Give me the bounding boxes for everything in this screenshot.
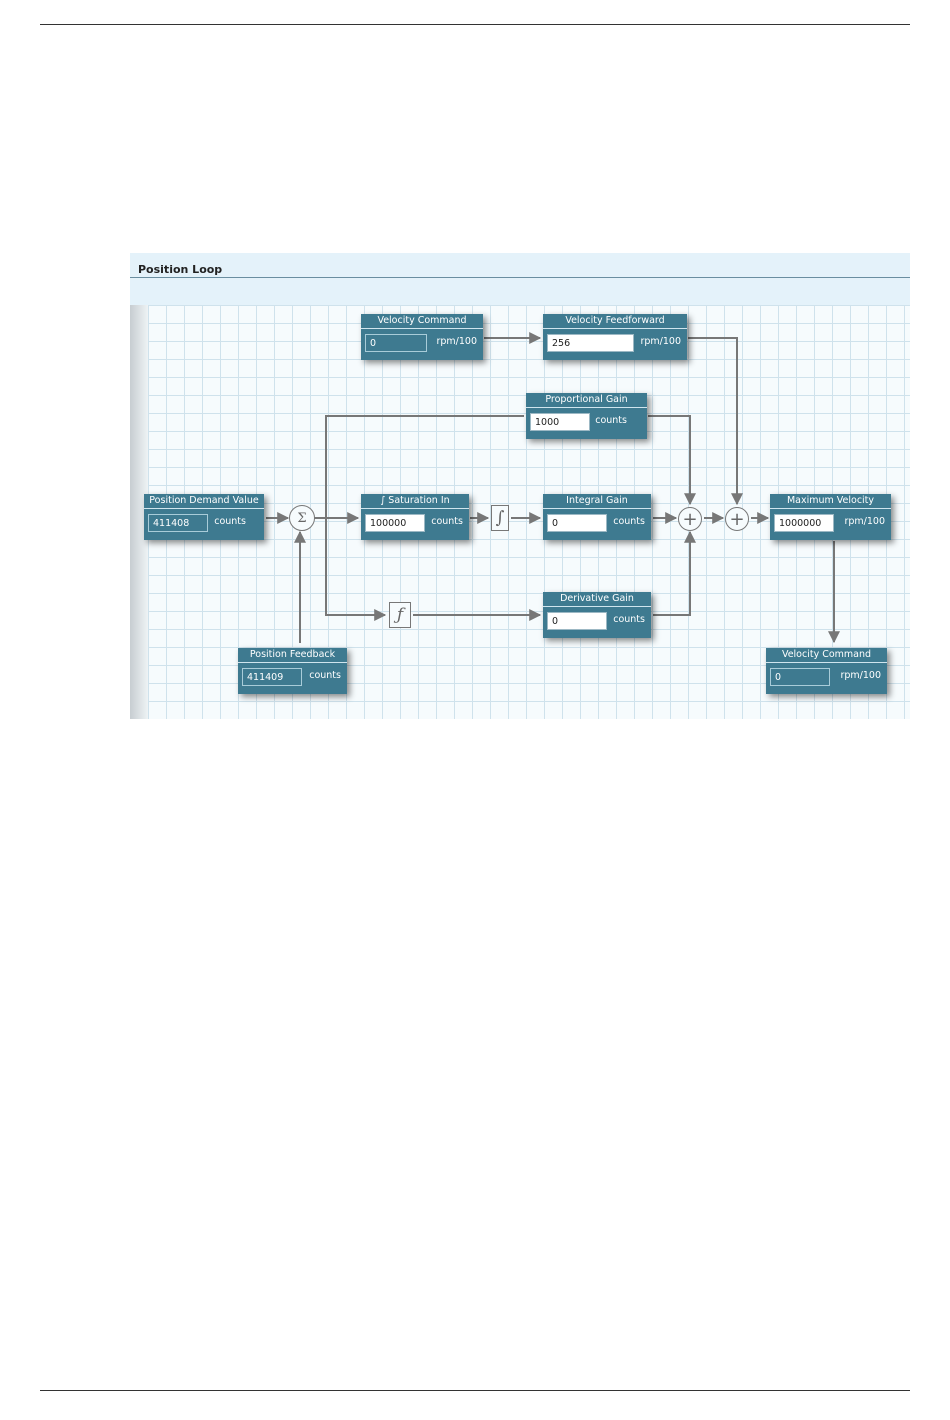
- integral-gain-block: Integral Gain 0 counts: [543, 494, 651, 540]
- position-feedback-block: Position Feedback 411409 counts: [238, 648, 347, 694]
- footer-rule: [40, 1390, 910, 1391]
- block-unit: rpm/100: [640, 336, 681, 347]
- block-title: Position Feedback: [238, 648, 347, 663]
- block-unit: counts: [613, 614, 645, 625]
- velocity-command-input-value: 0: [365, 334, 427, 352]
- header-rule: [40, 24, 910, 25]
- derivative-icon: ƒ: [389, 602, 411, 628]
- velocity-feedforward-input[interactable]: 256: [547, 334, 634, 352]
- block-title: Integral Gain: [543, 494, 651, 509]
- proportional-gain-block: Proportional Gain 1000 counts: [526, 393, 647, 439]
- adder-icon: +: [725, 507, 749, 531]
- canvas-left-edge: [130, 305, 148, 719]
- block-unit: rpm/100: [840, 670, 881, 681]
- proportional-gain-input[interactable]: 1000: [530, 413, 590, 431]
- block-unit: counts: [595, 415, 627, 426]
- block-title: Derivative Gain: [543, 592, 651, 607]
- block-title: Position Demand Value: [144, 494, 264, 509]
- wire-error-to-pgain: [325, 415, 524, 518]
- saturation-in-block: ∫ Saturation In 100000 counts: [361, 494, 469, 540]
- panel-title: Position Loop: [138, 263, 223, 276]
- block-title: Velocity Command: [766, 648, 887, 663]
- derivative-gain-input[interactable]: 0: [547, 612, 607, 630]
- block-title: Velocity Feedforward: [543, 314, 687, 329]
- velocity-command-output-block: Velocity Command 0 rpm/100: [766, 648, 887, 694]
- summing-junction-icon: Σ: [289, 505, 315, 531]
- adder-icon: +: [678, 507, 702, 531]
- saturation-in-input[interactable]: 100000: [365, 514, 425, 532]
- block-unit: counts: [214, 516, 246, 527]
- velocity-command-output-value: 0: [770, 668, 830, 686]
- position-demand-value-block: Position Demand Value 411408 counts: [144, 494, 264, 540]
- block-title: ∫ Saturation In: [361, 494, 469, 509]
- block-unit: rpm/100: [436, 336, 477, 347]
- position-loop-panel: Position Loop: [130, 253, 910, 719]
- block-title: Velocity Command: [361, 314, 483, 329]
- integrator-icon: ∫: [491, 505, 509, 531]
- block-unit: counts: [309, 670, 341, 681]
- block-title: Proportional Gain: [526, 393, 647, 408]
- wire-error-to-deriv: [325, 518, 387, 621]
- integral-gain-input[interactable]: 0: [547, 514, 607, 532]
- maximum-velocity-input[interactable]: 1000000: [774, 514, 834, 532]
- wire-vff-to-adder2: [688, 337, 743, 506]
- wire-pgain-to-adder1: [648, 415, 696, 506]
- position-demand-value-readout: 411408: [148, 514, 208, 532]
- position-feedback-readout: 411409: [242, 668, 302, 686]
- maximum-velocity-block: Maximum Velocity 1000000 rpm/100: [770, 494, 891, 540]
- block-unit: counts: [431, 516, 463, 527]
- block-unit: counts: [613, 516, 645, 527]
- block-unit: rpm/100: [844, 516, 885, 527]
- velocity-command-input-block: Velocity Command 0 rpm/100: [361, 314, 483, 360]
- wire-dgain-to-adder1: [653, 530, 696, 616]
- velocity-feedforward-block: Velocity Feedforward 256 rpm/100: [543, 314, 687, 360]
- diagram-canvas: Velocity Command 0 rpm/100 Velocity Feed…: [130, 305, 910, 719]
- block-title: Maximum Velocity: [770, 494, 891, 509]
- signal-wires: [266, 332, 840, 644]
- derivative-gain-block: Derivative Gain 0 counts: [543, 592, 651, 638]
- panel-title-divider: [130, 277, 910, 278]
